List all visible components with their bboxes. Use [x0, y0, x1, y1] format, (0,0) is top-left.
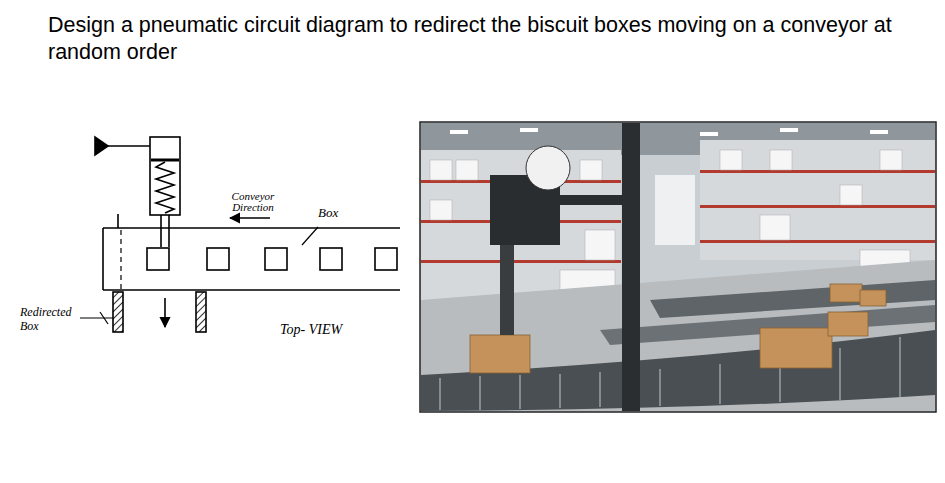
conveyor-edge [103, 289, 400, 291]
box-square [265, 248, 287, 270]
redirect-arrow [164, 298, 166, 327]
cylinder-body [150, 137, 180, 215]
conveyor-edge [103, 227, 400, 229]
box-square [147, 248, 169, 270]
spring-symbol [156, 162, 174, 213]
conveyor-end [102, 228, 104, 290]
leader-line [80, 317, 113, 318]
piston-rod [168, 215, 170, 247]
annotation-label: Conveyor Direction [220, 191, 286, 213]
piston [151, 159, 179, 162]
box-square [375, 248, 397, 270]
conveyor-sketch [80, 214, 400, 332]
conveyor-tick [117, 214, 119, 228]
leader-line [302, 227, 318, 245]
annotation-label: Redirected Box [20, 305, 80, 333]
piston-rod [160, 215, 162, 247]
warehouse-photo [420, 122, 936, 412]
direction-arrow [230, 217, 270, 219]
actuator-lever [108, 145, 150, 147]
annotation-label: Box [318, 205, 338, 220]
page-title: Design a pneumatic circuit diagram to re… [48, 12, 908, 66]
box-square [207, 248, 229, 270]
dashed-line [120, 230, 121, 289]
push-button [95, 137, 108, 155]
cylinder-sketch [95, 137, 180, 247]
chute-wall [113, 292, 123, 332]
annotation-label: Top- VIEW [280, 322, 342, 338]
box-square [320, 248, 342, 270]
leader-tick [100, 312, 108, 324]
chute-wall [196, 292, 206, 332]
